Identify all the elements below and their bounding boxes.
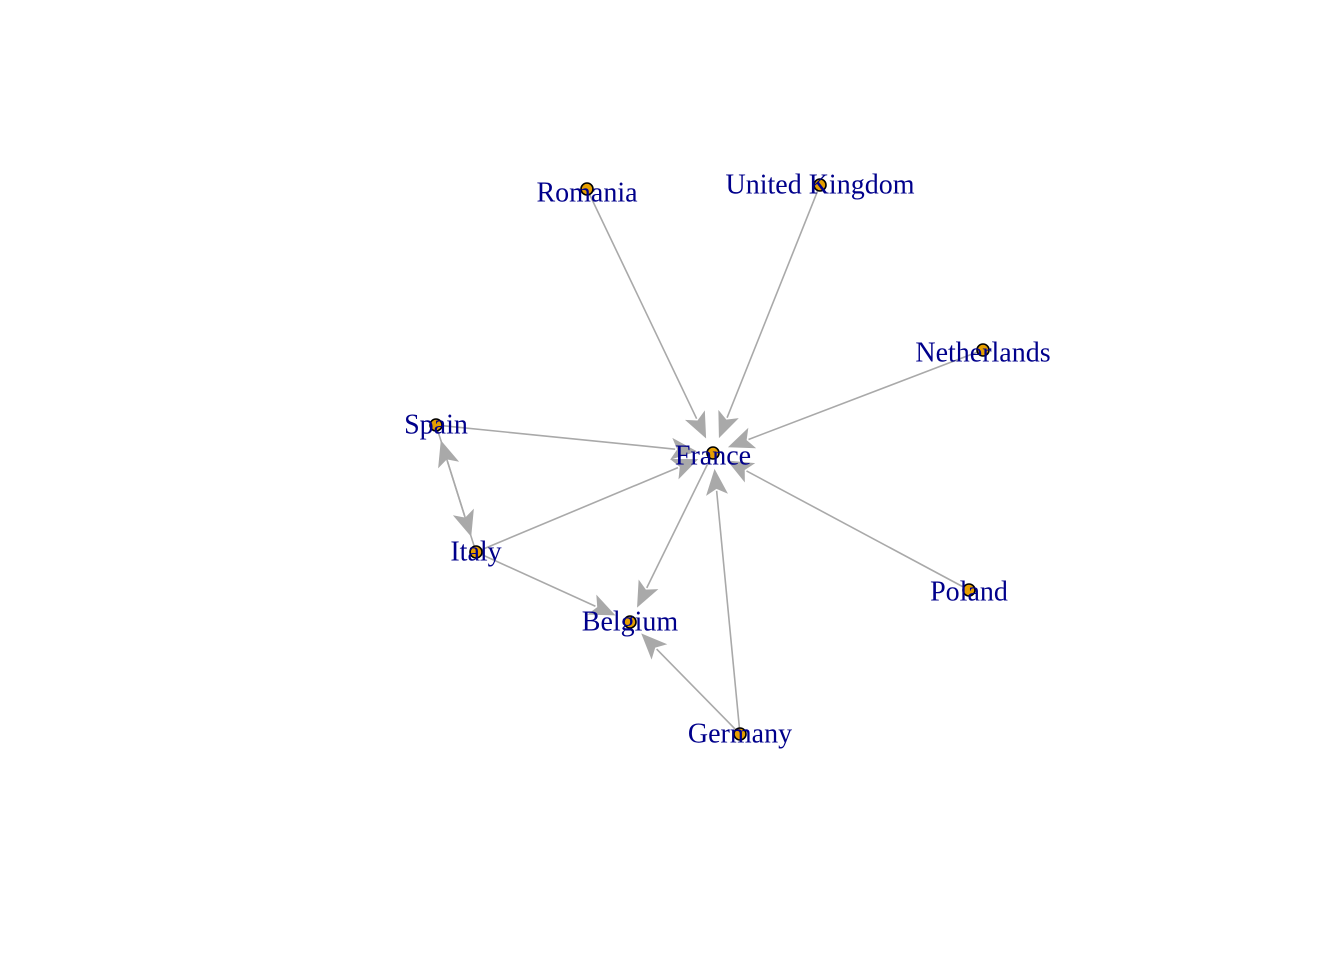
edge-italy-to-spain [446,461,476,549]
node-label-poland: Poland [930,577,1008,608]
arrowhead-united-kingdom-to-france [718,409,739,439]
node-france [706,446,720,460]
node-label-romania: Romania [536,178,638,209]
node-label-italy: Italy [450,537,501,568]
edge-spain-to-france [439,424,676,450]
arrowhead-italy-to-france [670,459,699,480]
edge-netherlands-to-france [748,350,980,441]
node-united-kingdom [813,178,827,192]
arrowhead-italy-to-spain [438,440,460,469]
labels-layer: Romania United KingdomNetherlandsSpainFra… [404,170,1051,750]
arrowhead-romania-to-france [684,410,707,439]
node-netherlands [976,343,990,357]
arrowhead-spain-to-france [670,437,698,460]
edge-united-kingdom-to-france [726,188,820,419]
nodes-layer [429,178,990,741]
node-italy [469,545,483,559]
edges-layer [436,188,980,732]
node-label-netherlands: Netherlands [915,338,1050,369]
node-label-france: France [675,441,751,472]
node-label-germany: Germany [688,719,792,750]
arrowhead-france-to-belgium [637,579,659,608]
node-germany [733,727,747,741]
node-label-belgium: Belgium [582,607,679,638]
node-poland [962,583,976,597]
node-belgium [623,615,637,629]
edge-italy-to-belgium [479,552,596,608]
node-label-spain: Spain [404,410,468,441]
edge-germany-to-france [715,490,741,731]
edge-romania-to-france [588,192,698,420]
arrowhead-germany-to-france [706,468,728,496]
node-label-united-kingdom: United Kingdom [726,170,915,201]
edge-germany-to-belgium [656,648,738,732]
arrowhead-poland-to-france [727,460,756,483]
arrowhead-germany-to-belgium [641,633,668,660]
node-romania [580,182,594,196]
arrowhead-netherlands-to-france [727,427,757,449]
arrowhead-italy-to-belgium [587,594,616,616]
edge-france-to-belgium [646,456,712,589]
edge-italy-to-france [479,466,679,552]
node-spain [429,418,443,432]
edge-poland-to-france [746,470,966,589]
